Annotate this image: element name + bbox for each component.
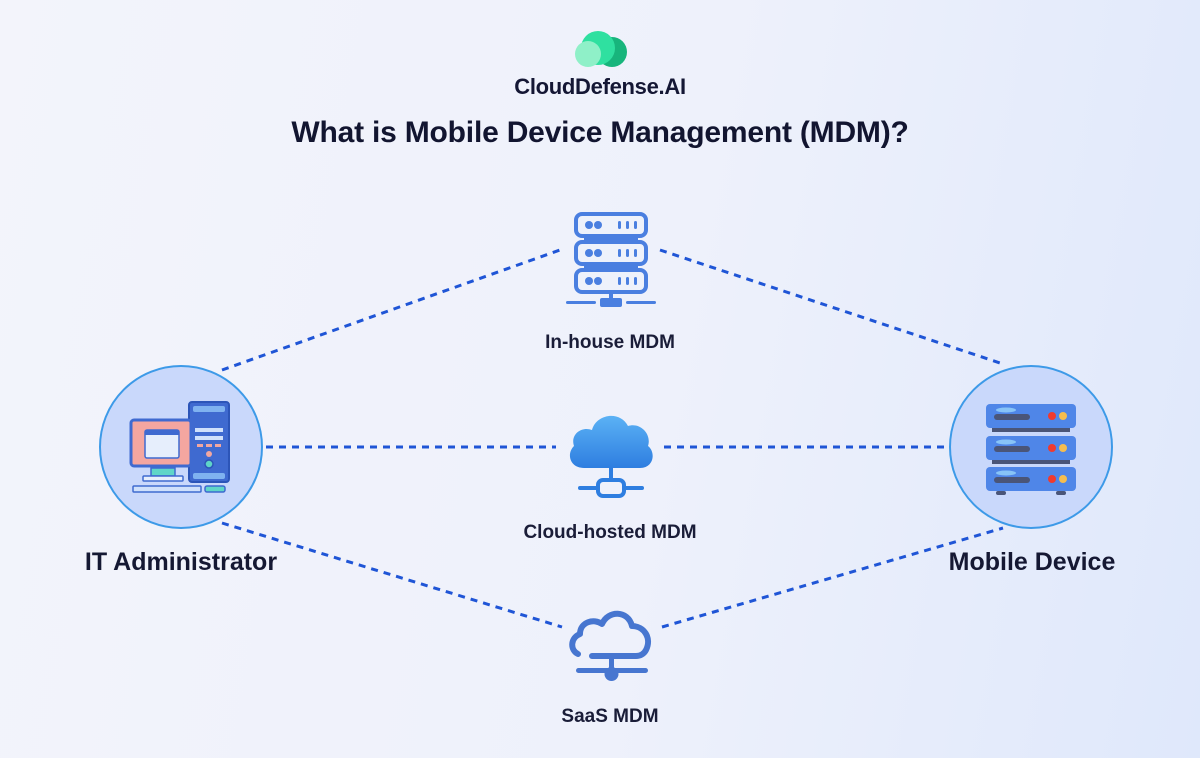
connector-inhouse-device [659, 248, 1004, 366]
desktop-computer-icon [129, 401, 230, 493]
saas-mdm-label: SaaS MDM [561, 706, 659, 727]
in-house-mdm-label: In-house MDM [545, 332, 675, 353]
page-title: What is Mobile Device Management (MDM)? [291, 116, 909, 149]
mobile-device-label: Mobile Device [948, 548, 1116, 576]
brand-name: CloudDefense.AI [514, 74, 686, 99]
cloud-logo-icon [575, 31, 627, 67]
cloud-hosted-mdm-label: Cloud-hosted MDM [523, 522, 697, 543]
cloud-network-icon [569, 415, 653, 498]
cloud-outline-network-icon [569, 610, 652, 681]
it-administrator-label: IT Administrator [84, 548, 278, 576]
server-network-icon [566, 212, 656, 307]
server-rack-icon [986, 404, 1076, 495]
